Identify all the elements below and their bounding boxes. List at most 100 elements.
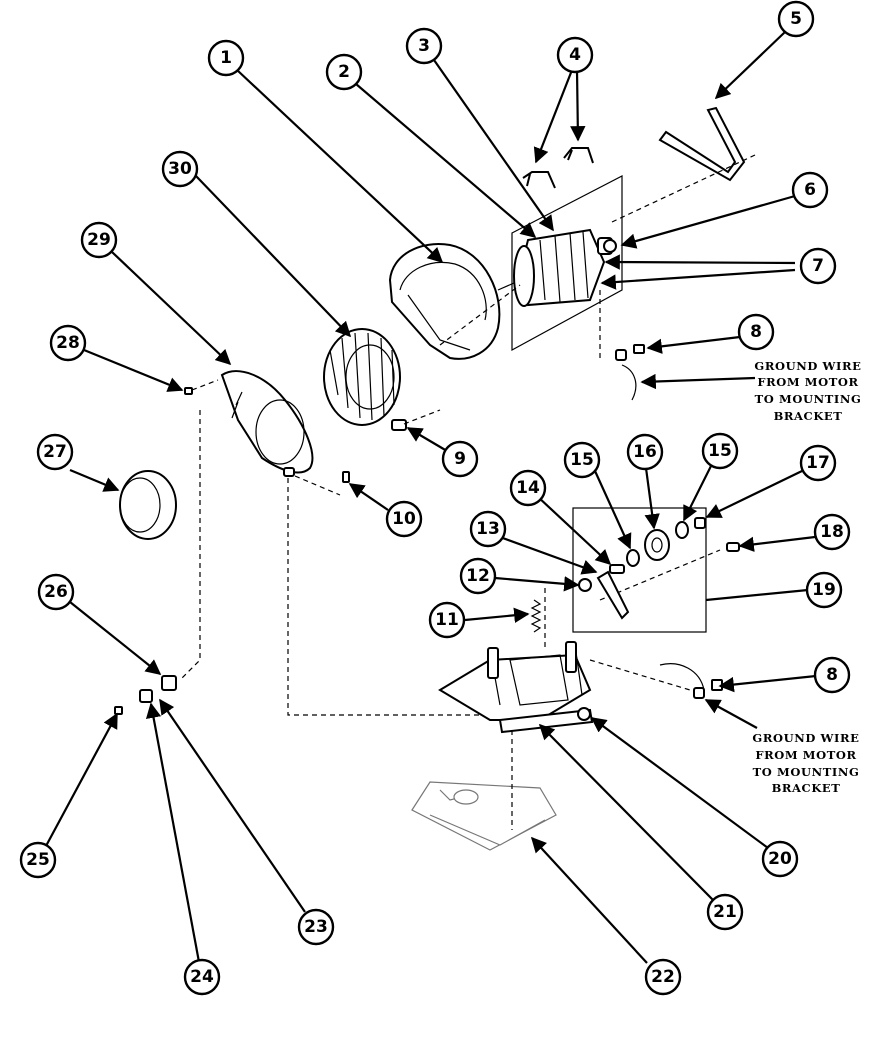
callout-label: 23 — [304, 917, 328, 937]
callout-label: 18 — [820, 522, 844, 542]
callout-label: 13 — [476, 519, 500, 539]
callout-4: 4 — [556, 36, 594, 74]
idler-assembly-frame — [572, 507, 707, 633]
screw-10 — [342, 471, 350, 483]
note-ground-wire-lower: GROUND WIRE FROM MOTOR TO MOUNTING BRACK… — [752, 731, 859, 795]
blower-wheel — [323, 328, 401, 426]
callout-label: 8 — [826, 665, 838, 685]
callouts: 1 2 3 4 5 6 7 8 8 9 10 11 12 13 14 15 16… — [19, 0, 851, 996]
screw-25 — [114, 706, 123, 715]
clip-right — [563, 147, 594, 164]
base-pan — [411, 781, 557, 851]
callout-label: 1 — [220, 48, 232, 68]
callout-17: 17 — [799, 444, 837, 482]
callout-label: 4 — [569, 45, 581, 65]
callout-label: 5 — [790, 9, 802, 29]
clip-left — [522, 171, 556, 189]
callout-label: 15 — [708, 441, 732, 461]
callout-26: 26 — [37, 573, 75, 611]
callout-label: 2 — [338, 62, 350, 82]
spring — [530, 599, 542, 633]
callout-13: 13 — [469, 510, 507, 548]
ground-wire-upper — [621, 364, 637, 401]
callout-22: 22 — [644, 958, 682, 996]
screw-9 — [391, 409, 441, 431]
note-line: GROUND WIRE — [752, 731, 859, 745]
nut-12 — [578, 578, 592, 592]
callout-7: 7 — [799, 247, 837, 285]
callout-8: 8 — [737, 313, 775, 351]
callout-10: 10 — [385, 500, 423, 538]
callout-11: 11 — [428, 601, 466, 639]
retaining-clip — [161, 675, 177, 691]
callout-30: 30 — [161, 150, 199, 188]
callout-label: 17 — [806, 453, 830, 473]
nut-20 — [577, 707, 591, 721]
callout-label: 25 — [26, 850, 50, 870]
screw-28 — [184, 387, 193, 395]
callout-8b: 8 — [813, 656, 851, 694]
callout-2: 2 — [325, 53, 363, 91]
callout-label: 15 — [570, 450, 594, 470]
note-line: FROM MOTOR — [755, 748, 856, 762]
note-line: BRACKET — [772, 781, 841, 795]
callout-label: 21 — [713, 902, 737, 922]
motor-mount-base — [438, 641, 594, 734]
blower-cover — [220, 370, 314, 477]
callout-label: 22 — [651, 967, 675, 987]
nut-17 — [694, 517, 706, 529]
note-line: GROUND WIRE — [754, 359, 861, 373]
ring — [119, 470, 177, 540]
callout-label: 3 — [418, 36, 430, 56]
callout-16: 16 — [626, 433, 664, 471]
idler-arm — [596, 570, 630, 620]
callout-21: 21 — [706, 893, 744, 931]
callout-label: 9 — [454, 449, 466, 469]
note-line: BRACKET — [774, 409, 843, 423]
part-drawings — [114, 106, 756, 851]
leader-lines — [45, 31, 817, 964]
callout-6: 6 — [791, 171, 829, 209]
callout-3: 3 — [405, 27, 443, 65]
callout-label: 28 — [56, 333, 80, 353]
clip-nut — [139, 689, 153, 703]
washer-left — [626, 549, 640, 567]
note-line: TO MOUNTING — [755, 392, 862, 406]
callout-14: 14 — [509, 469, 547, 507]
callout-label: 30 — [168, 159, 192, 179]
callout-19: 19 — [805, 571, 843, 609]
motor-mounting-plate — [511, 175, 623, 352]
drive-belt — [658, 106, 746, 182]
note-line: FROM MOTOR — [757, 375, 858, 389]
callout-24: 24 — [183, 958, 221, 996]
callout-label: 7 — [812, 256, 824, 276]
washer-right — [675, 521, 689, 539]
callout-label: 19 — [812, 580, 836, 600]
callout-18: 18 — [813, 513, 851, 551]
callout-27: 27 — [36, 433, 74, 471]
bolt-18 — [726, 542, 740, 552]
callout-label: 8 — [750, 322, 762, 342]
callout-5: 5 — [777, 0, 815, 38]
callout-9: 9 — [441, 440, 479, 478]
callout-15: 15 — [563, 441, 601, 479]
blower-housing — [388, 243, 501, 360]
idler-pulley — [644, 529, 670, 561]
callout-1: 1 — [207, 39, 245, 77]
callout-25: 25 — [19, 841, 57, 879]
callout-label: 26 — [44, 582, 68, 602]
callout-label: 24 — [190, 967, 214, 987]
note-ground-wire-upper: GROUND WIRE FROM MOTOR TO MOUNTING BRACK… — [754, 359, 861, 423]
callout-label: 6 — [804, 180, 816, 200]
callout-label: 10 — [392, 509, 416, 529]
callout-15b: 15 — [701, 432, 739, 470]
callout-28: 28 — [49, 324, 87, 362]
callout-label: 29 — [87, 230, 111, 250]
callout-label: 27 — [43, 442, 67, 462]
callout-12: 12 — [459, 557, 497, 595]
callout-label: 14 — [516, 478, 540, 498]
note-line: TO MOUNTING — [753, 765, 860, 779]
callout-23: 23 — [297, 908, 335, 946]
callout-label: 12 — [466, 566, 490, 586]
callout-label: 11 — [435, 610, 459, 630]
